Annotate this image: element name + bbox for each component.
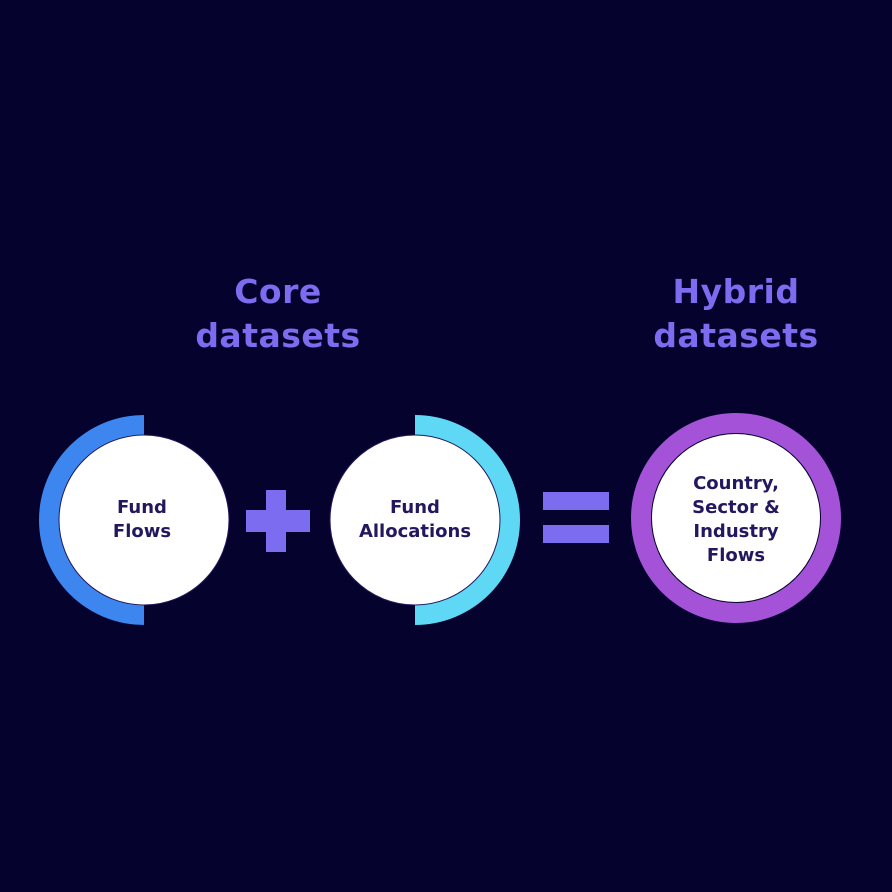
fund-allocations-circle (329, 434, 501, 606)
fund-allocations-label: Fund Allocations (330, 440, 500, 600)
hybrid-datasets-heading: Hybrid datasets (576, 270, 892, 358)
core-heading-line-2: datasets (195, 316, 361, 355)
fund-flows-label-line-2: Flows (112, 521, 172, 542)
fund-flows-circle (58, 434, 230, 606)
hybrid-flows-ring (631, 413, 841, 623)
equals-icon (543, 492, 609, 543)
core-heading-line-1: Core (234, 272, 322, 311)
hybrid-flows-label-line-3: Industry (693, 521, 779, 542)
fund-flows-ring (39, 415, 144, 625)
hybrid-flows-label-line-4: Flows (706, 545, 766, 566)
fund-allocations-label-line-1: Fund (390, 497, 440, 518)
hybrid-flows-label-line-1: Country, (693, 473, 779, 494)
fund-allocations-ring (415, 415, 520, 625)
hybrid-flows-circle (652, 434, 820, 602)
fund-flows-label: Fund Flows (62, 440, 222, 600)
fund-flows-label-line-1: Fund (117, 497, 167, 518)
hybrid-flows-label: Country, Sector & Industry Flows (655, 440, 817, 600)
hybrid-flows-label-line-2: Sector & (692, 497, 780, 518)
core-datasets-heading: Core datasets (118, 270, 438, 358)
plus-icon (246, 490, 310, 552)
hybrid-heading-line-1: Hybrid (672, 272, 800, 311)
fund-allocations-label-line-2: Allocations (358, 521, 472, 542)
hybrid-heading-line-2: datasets (653, 316, 819, 355)
